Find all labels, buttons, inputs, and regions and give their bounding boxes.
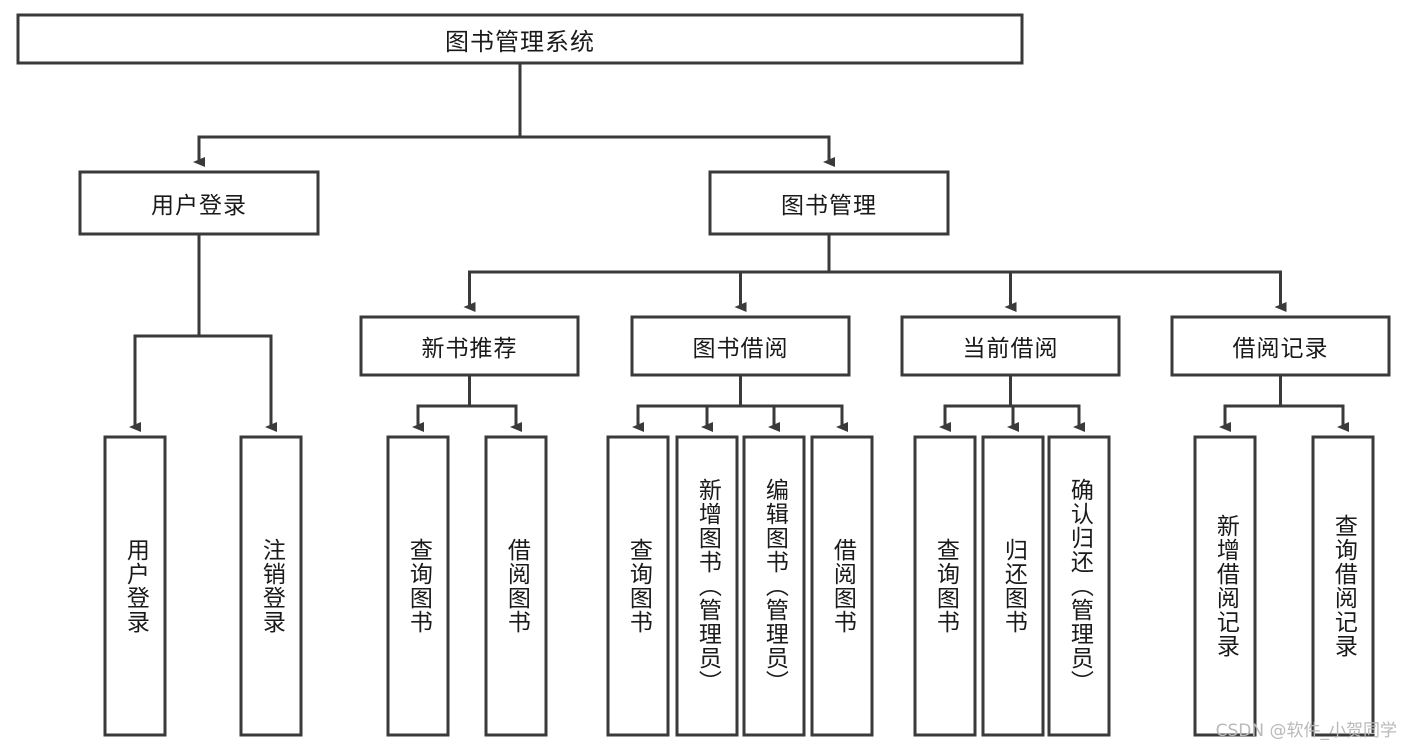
node-box-book-manage[interactable]	[708, 170, 950, 236]
node-box-leaf-add-record[interactable]	[1193, 435, 1257, 737]
node-box-leaf-confirm-return[interactable]	[1047, 435, 1111, 737]
node-box-book-borrow[interactable]	[630, 315, 851, 377]
node-box-layer	[16, 13, 1391, 737]
node-box-leaf-edit-book[interactable]	[742, 435, 806, 737]
node-box-leaf-user-logout[interactable]	[239, 435, 303, 737]
node-box-user-login[interactable]	[78, 170, 320, 236]
node-box-current-borrow[interactable]	[900, 315, 1121, 377]
watermark-text: CSDN @软件_小贺同学	[1215, 721, 1397, 741]
node-box-new-book-rec[interactable]	[359, 315, 580, 377]
node-box-leaf-borrow-book-rec[interactable]	[484, 435, 548, 737]
node-box-leaf-add-book[interactable]	[675, 435, 739, 737]
connector-layer	[129, 61, 1349, 432]
node-box-leaf-user-login[interactable]	[103, 435, 167, 737]
node-box-leaf-query-book-b[interactable]	[606, 435, 670, 737]
node-box-leaf-borrow-book-b[interactable]	[810, 435, 874, 737]
node-box-leaf-return-book[interactable]	[981, 435, 1045, 737]
node-box-leaf-query-book-rec[interactable]	[386, 435, 450, 737]
node-box-borrow-record[interactable]	[1170, 315, 1391, 377]
node-box-leaf-query-book-c[interactable]	[913, 435, 977, 737]
node-box-root[interactable]	[16, 13, 1024, 65]
node-box-leaf-query-record[interactable]	[1311, 435, 1375, 737]
